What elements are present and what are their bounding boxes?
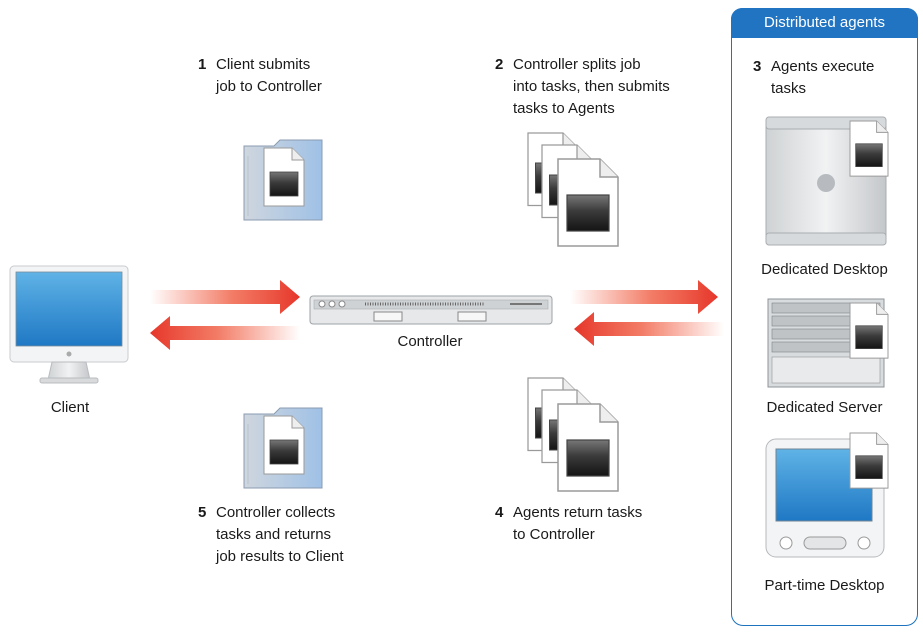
dedicated-server-label: Dedicated Server [766, 399, 883, 416]
collect-arrow [574, 312, 724, 346]
parttime-desktop-label: Part-time Desktop [764, 577, 885, 594]
job-folder-icon [243, 139, 323, 221]
result-folder-icon [243, 407, 323, 489]
emac-icon [765, 432, 889, 558]
server-rack-icon [767, 298, 889, 388]
return-arrow [150, 316, 300, 350]
submit-arrow [150, 280, 300, 314]
client-label: Client [50, 399, 90, 416]
dedicated-desktop-label: Dedicated Desktop [761, 261, 888, 278]
tower-desktop-icon [765, 116, 889, 246]
rack-server-icon [309, 295, 553, 325]
imac-icon [9, 265, 129, 384]
dispatch-arrow [570, 280, 718, 314]
controller-label: Controller [397, 333, 463, 350]
task-stack-icon [527, 132, 619, 247]
returned-task-stack-icon [527, 377, 619, 492]
agents-panel-title: Distributed agents [731, 8, 918, 38]
